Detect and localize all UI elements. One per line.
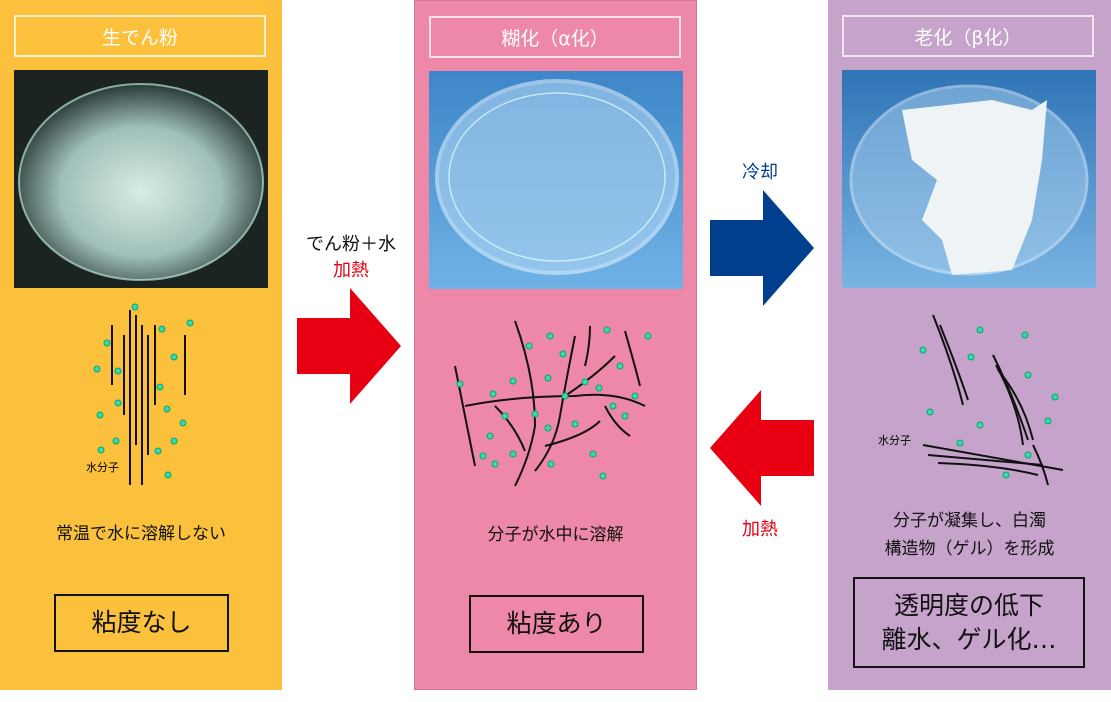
gelatinized-molecule-diagram: [454, 320, 652, 487]
property-line2: 離水、ゲル化…: [881, 624, 1057, 654]
raw-starch-photo: [14, 70, 268, 288]
panel-title: 糊化（α化）: [429, 16, 681, 58]
retrograded-photo: [842, 70, 1096, 288]
forward-label-line2: 加熱: [333, 260, 369, 281]
retrograded-molecule-diagram: [919, 314, 1064, 486]
panel-description-line2: 構造物（ゲル）を形成: [884, 539, 1055, 559]
reheat-label: 加熱: [742, 519, 778, 540]
panel-title: 生でん粉: [14, 15, 266, 57]
water-molecule-label: 水分子: [86, 461, 119, 474]
panel-raw-starch: 生でん粉 水分子 常温で水に溶解しない 粘度なし: [0, 0, 282, 690]
forward-arrow-icon: [297, 288, 401, 404]
panel-description: 常温で水に溶解しない: [56, 524, 226, 544]
panel-description-line1: 分子が凝集し、白濁: [893, 511, 1046, 531]
property-box: 透明度の低下 離水、ゲル化…: [853, 577, 1085, 668]
property-line1: 透明度の低下: [893, 590, 1044, 620]
property-box: 粘度あり: [469, 595, 644, 653]
cool-label: 冷却: [742, 162, 778, 183]
panel-gelatinized: 糊化（α化） 分子が水中に溶解 粘度あり: [414, 0, 697, 690]
property-box: 粘度なし: [54, 594, 229, 652]
raw-starch-molecule-diagram: [93, 303, 194, 485]
panel-retrograded: 老化（β化） 水分子 分子が凝集し、白濁 構造物（ゲル）を形成 透明度の低下 離…: [828, 0, 1111, 690]
cool-arrow-icon: [710, 190, 814, 306]
water-molecule-label: 水分子: [878, 434, 911, 447]
gelatinized-photo: [429, 71, 683, 289]
panel-description: 分子が水中に溶解: [487, 525, 624, 545]
forward-label-line1: でん粉＋水: [306, 234, 396, 255]
panel-title: 老化（β化）: [842, 15, 1094, 57]
reheat-arrow-icon: [710, 390, 814, 506]
